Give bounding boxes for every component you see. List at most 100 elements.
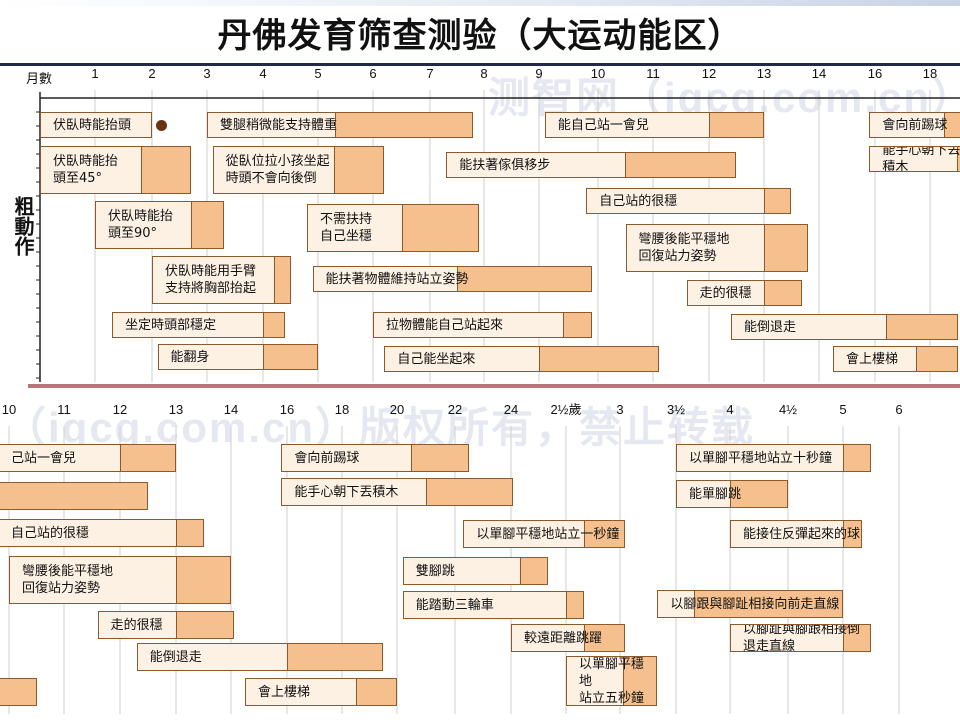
bar-label-segment: [731, 521, 844, 547]
bar-label-segment: [0, 445, 121, 471]
bar-range-segment: [563, 313, 592, 337]
milestone-label: 以腳跟與腳趾相接向前走直線: [670, 596, 840, 612]
milestone-label: 不需扶持 自己坐穩: [320, 212, 373, 244]
bar-label-segment: [308, 205, 403, 251]
x-tick-label: 9: [535, 66, 542, 81]
bar-label-segment: [313, 267, 458, 291]
x-tick-label: 12: [113, 402, 127, 417]
bar-label-segment: [567, 657, 624, 705]
bar-label-segment: [385, 347, 540, 371]
milestone-bar: 能手心朝下丟積木: [869, 146, 960, 172]
bar-range-segment: [566, 592, 583, 618]
milestone-label: 從臥位拉小孩坐起 時頭不會向後倒: [225, 154, 330, 186]
bar-range-segment: [287, 644, 383, 670]
bar-label-segment: [113, 313, 264, 337]
bar-range-segment: [944, 113, 960, 137]
milestone-bar: 較遠距離跳躍: [511, 624, 625, 652]
bar-range-segment: [844, 521, 861, 547]
milestone-label: 能倒退走: [149, 649, 202, 665]
milestone-label: 以腳趾與腳跟相接倒退走直線: [743, 624, 861, 652]
bar-label-segment: [153, 257, 275, 303]
bar-range-segment: [121, 445, 175, 471]
bar-label-segment: [464, 521, 585, 547]
bar-range-segment: [694, 591, 842, 617]
bar-label-segment: [677, 445, 844, 471]
milestone-label: 會向前踢球: [882, 117, 948, 133]
milestone-bar: 能倒退走: [731, 314, 958, 340]
milestone-label: 會上樓梯: [258, 684, 311, 700]
milestone-label: 雙腳跳: [415, 563, 455, 579]
bar-label-segment: [246, 679, 357, 705]
bar-label-segment: [41, 113, 151, 137]
bar-range-segment: [335, 113, 473, 137]
bar-range-segment: [264, 345, 318, 369]
x-tick-label: 3: [616, 402, 623, 417]
milestone-label: 雙腿稍微能支持體重: [220, 117, 338, 133]
bar-range-segment: [458, 267, 592, 291]
milestone-bar: 會向前踢球: [869, 112, 960, 138]
milestone-bar: 能自己站一會兒: [544, 112, 764, 138]
milestone-bar: 能倒退走: [136, 643, 384, 671]
milestone-bar: 伏臥時能抬 頭至90°: [95, 201, 224, 249]
milestone-label: 能翻身: [170, 349, 210, 365]
milestone-label: 能自己站一會兒: [557, 117, 649, 133]
milestone-bar: 能扶著傢俱移步: [446, 152, 737, 178]
x-tick-label: 4: [259, 66, 266, 81]
milestone-bar: 以腳跟與腳趾相接向前走直線: [657, 590, 843, 618]
milestone-label: 能倒退走: [744, 319, 797, 335]
x-tick-label: 20: [390, 402, 404, 417]
milestone-label: 自己站的很穩: [11, 525, 90, 541]
milestone-bar: 自己能坐起來: [384, 346, 659, 372]
milestone-label: 坐定時頭部穩定: [125, 317, 217, 333]
bar-range-segment: [623, 657, 657, 705]
bar-label-segment: [213, 147, 336, 193]
milestone-label: 能踏動三輪車: [415, 597, 494, 613]
bar-range-segment: [521, 558, 547, 584]
bar-range-segment: [958, 147, 960, 171]
x-tick-label: 3½: [667, 402, 685, 417]
milestone-label: 伏臥時能抬 頭至90°: [108, 209, 174, 241]
milestone-label: 伏臥時能抬 頭至45°: [53, 154, 119, 186]
milestone-dot: [156, 120, 167, 131]
bar-range-segment: [426, 479, 512, 505]
x-tick-label: 24: [504, 402, 518, 417]
x-tick-label: 18: [923, 66, 937, 81]
milestone-label: 能單腳跳: [689, 486, 742, 502]
bar-range-segment: [844, 445, 870, 471]
x-tick-label: 16: [280, 402, 294, 417]
milestone-bar: 走的很穩: [686, 280, 803, 306]
bar-range-segment: [335, 147, 384, 193]
bar-range-segment: [917, 347, 957, 371]
bar-range-segment: [844, 625, 870, 651]
milestone-bar: 拉物體能自己站起來: [373, 312, 593, 338]
milestone-label: [0, 483, 147, 509]
bar-range-segment: [0, 483, 147, 509]
title-gradient-bar: [0, 0, 960, 6]
milestone-bar: 自己站的很穩: [586, 188, 792, 214]
bar-label-segment: [545, 113, 710, 137]
milestone-bar: 以單腳平穩地站立一秒鐘: [463, 520, 625, 548]
x-tick-label: 8: [480, 66, 487, 81]
page-title: 丹佛发育筛查测验（大运动能区）: [217, 16, 743, 56]
milestone-bar: 以單腳平穩地站立十秒鐘: [676, 444, 871, 472]
milestone-label: 能手心朝下丟積木: [882, 146, 960, 172]
milestone-label: 以單腳平穩地站立一秒鐘: [476, 526, 620, 542]
milestone-bar: 坐定時頭部穩定: [112, 312, 285, 338]
milestone-bar: 從臥位拉小孩坐起 時頭不會向後倒: [212, 146, 385, 194]
bar-range-segment: [764, 281, 802, 305]
bar-range-segment: [731, 481, 787, 507]
milestone-label: [0, 679, 36, 705]
x-tick-label: 22: [448, 402, 462, 417]
bar-label-segment: [96, 202, 192, 248]
bar-label-segment: [870, 113, 945, 137]
milestone-bar: 自己站的很穩: [0, 519, 204, 547]
bar-range-segment: [765, 225, 808, 271]
milestone-label: 能手心朝下丟積木: [294, 484, 399, 500]
x-tick-label: 13: [169, 402, 183, 417]
milestone-bar: 能單腳跳: [676, 480, 788, 508]
milestone-bar: 雙腳跳: [402, 557, 548, 585]
bar-label-segment: [731, 625, 844, 651]
bar-label-segment: [0, 520, 177, 546]
x-axis-title: 月數: [26, 72, 52, 87]
bar-range-segment: [709, 113, 763, 137]
